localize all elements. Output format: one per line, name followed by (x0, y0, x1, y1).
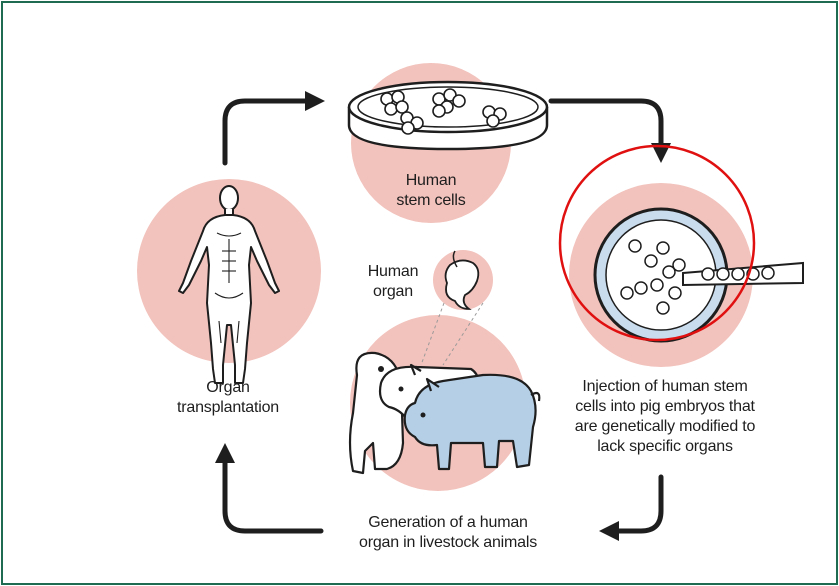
embryo-injection-icon (595, 209, 803, 341)
caption-organ-label: Human organ (358, 262, 428, 302)
arrow-transplant-to-cells (225, 101, 317, 163)
caption-generation: Generation of a human organ in livestock… (343, 513, 553, 553)
petri-dish-icon (349, 82, 547, 149)
caption-injection: Injection of human stem cells into pig e… (542, 377, 788, 457)
caption-stem-cells: Human stem cells (373, 171, 489, 211)
caption-transplant: Organ transplantation (153, 378, 303, 418)
arrow-generation-to-transplant (225, 451, 321, 531)
arrow-injection-to-generation (607, 477, 661, 531)
